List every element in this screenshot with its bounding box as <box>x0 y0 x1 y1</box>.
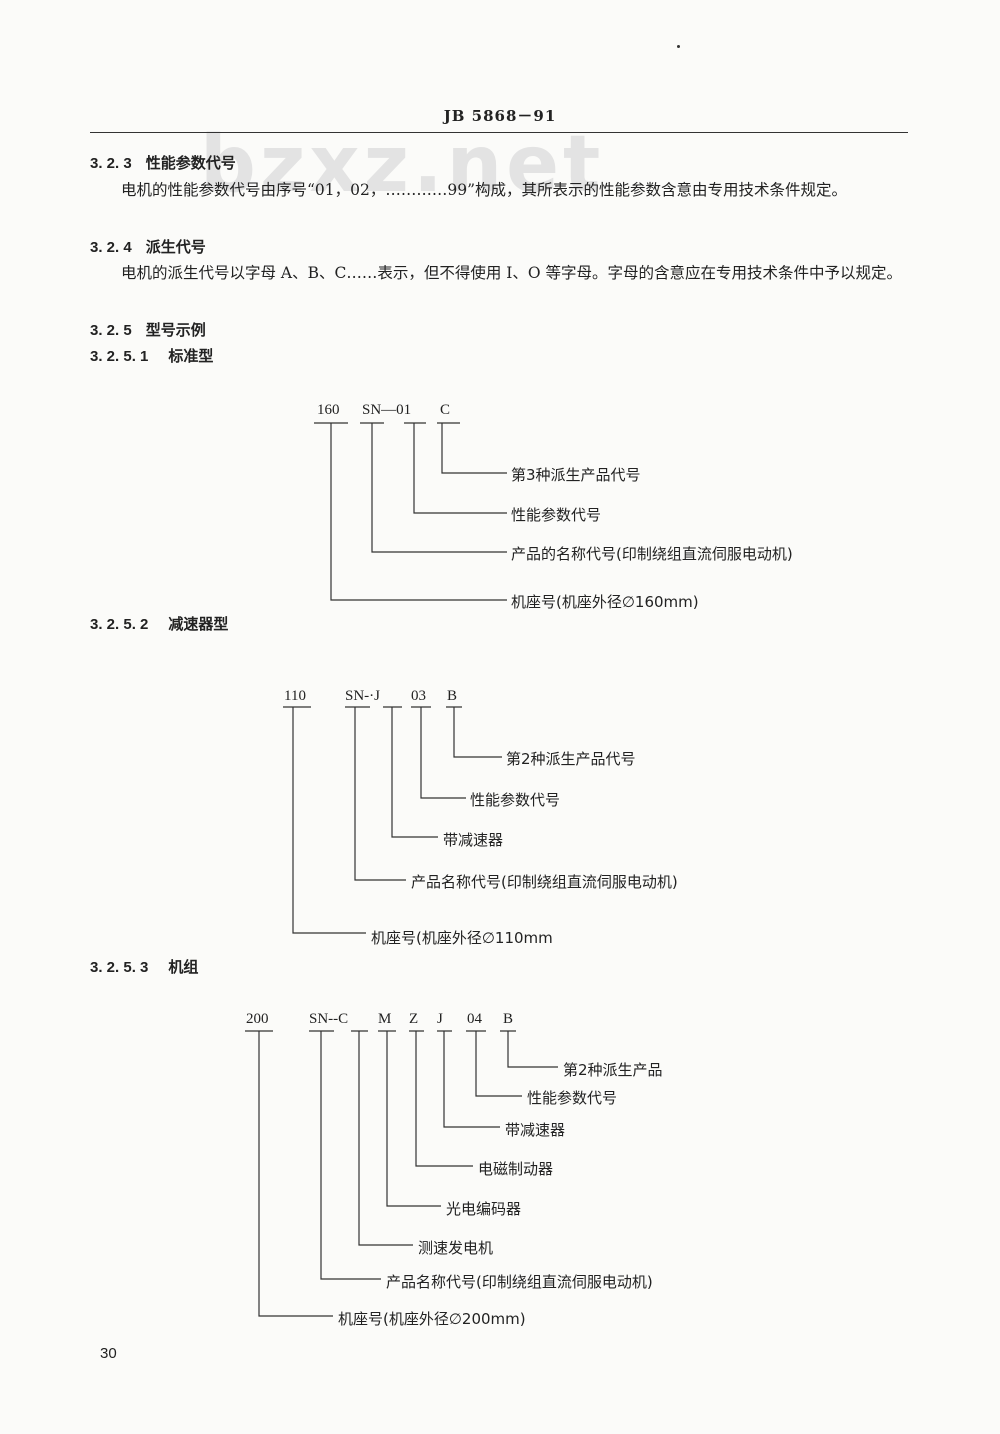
code-name-reducer: SN-·J <box>345 688 381 704</box>
label-reducer: 带减速器 <box>443 831 504 849</box>
label-frame: 机座号(机座外径∅160mm) <box>511 593 699 611</box>
code-derivative: B <box>447 688 458 704</box>
section-number: 3. 2. 3 <box>90 155 132 172</box>
label-encoder: 光电编码器 <box>446 1200 522 1218</box>
label-derivative: 第2种派生产品 <box>563 1061 663 1079</box>
label-tachogenerator: 测速发电机 <box>418 1239 494 1257</box>
label-performance: 性能参数代号 <box>470 791 561 809</box>
section-number: 3. 2. 5 <box>90 322 132 339</box>
section-title: 标准型 <box>168 347 214 365</box>
header-rule <box>90 132 908 133</box>
code-encoder: M <box>378 1011 392 1027</box>
label-reducer: 带减速器 <box>505 1121 566 1139</box>
label-product-name: 产品名称代号(印制绕组直流伺服电动机) <box>411 873 678 891</box>
label-frame: 机座号(机座外径∅200mm) <box>338 1310 526 1328</box>
section-title: 减速器型 <box>168 615 229 633</box>
section-3-2-5-3-heading: 3. 2. 5. 3 机组 <box>90 956 198 977</box>
section-3-2-5-2-heading: 3. 2. 5. 2 减速器型 <box>90 613 228 634</box>
label-performance: 性能参数代号 <box>511 506 602 524</box>
section-3-2-5-1-heading: 3. 2. 5. 1 标准型 <box>90 345 213 366</box>
code-name-perf: SN—01 <box>362 402 412 418</box>
section-3-2-4-paragraph: 电机的派生代号以字母 A、B、C……表示，但不得使用 I、O 等字母。字母的含意… <box>121 264 903 282</box>
scan-speck <box>677 45 680 48</box>
section-3-2-5-heading: 3. 2. 5 型号示例 <box>90 319 206 340</box>
code-performance: 04 <box>467 1011 482 1027</box>
code-derivative: B <box>503 1011 514 1027</box>
section-3-2-3-paragraph: 电机的性能参数代号由序号“01，02，…………99”构成，其所表示的性能参数含意… <box>121 181 848 199</box>
code-frame: 200 <box>246 1011 269 1027</box>
code-brake: Z <box>409 1011 419 1027</box>
section-number: 3. 2. 5. 2 <box>90 616 149 633</box>
label-performance: 性能参数代号 <box>527 1089 618 1107</box>
code-reducer: J <box>437 1011 443 1027</box>
section-title: 机组 <box>168 958 199 976</box>
section-3-2-3-heading: 3. 2. 3 性能参数代号 <box>90 152 236 173</box>
document-header: JB 5868－91 <box>443 107 557 125</box>
code-performance: 03 <box>411 688 426 704</box>
code-frame: 160 <box>317 402 340 418</box>
section-number: 3. 2. 5. 3 <box>90 959 149 976</box>
label-brake: 电磁制动器 <box>478 1160 554 1178</box>
watermark: bzxz.net <box>200 120 605 210</box>
code-name-tach: SN--C <box>309 1011 349 1027</box>
label-derivative: 第3种派生产品代号 <box>511 466 641 484</box>
label-product-name: 产品名称代号(印制绕组直流伺服电动机) <box>386 1273 653 1291</box>
code-frame: 110 <box>284 688 306 704</box>
page-number: 30 <box>100 1345 117 1362</box>
label-derivative: 第2种派生产品代号 <box>506 750 636 768</box>
section-title: 性能参数代号 <box>145 154 236 172</box>
section-title: 型号示例 <box>145 321 206 339</box>
label-product-name: 产品的名称代号(印制绕组直流伺服电动机) <box>511 545 793 563</box>
section-number: 3. 2. 5. 1 <box>90 348 149 365</box>
section-3-2-4-heading: 3. 2. 4 派生代号 <box>90 236 206 257</box>
section-title: 派生代号 <box>145 238 206 256</box>
label-frame: 机座号(机座外径∅110mm <box>371 929 553 947</box>
section-number: 3. 2. 4 <box>90 239 132 256</box>
code-derivative: C <box>440 402 451 418</box>
